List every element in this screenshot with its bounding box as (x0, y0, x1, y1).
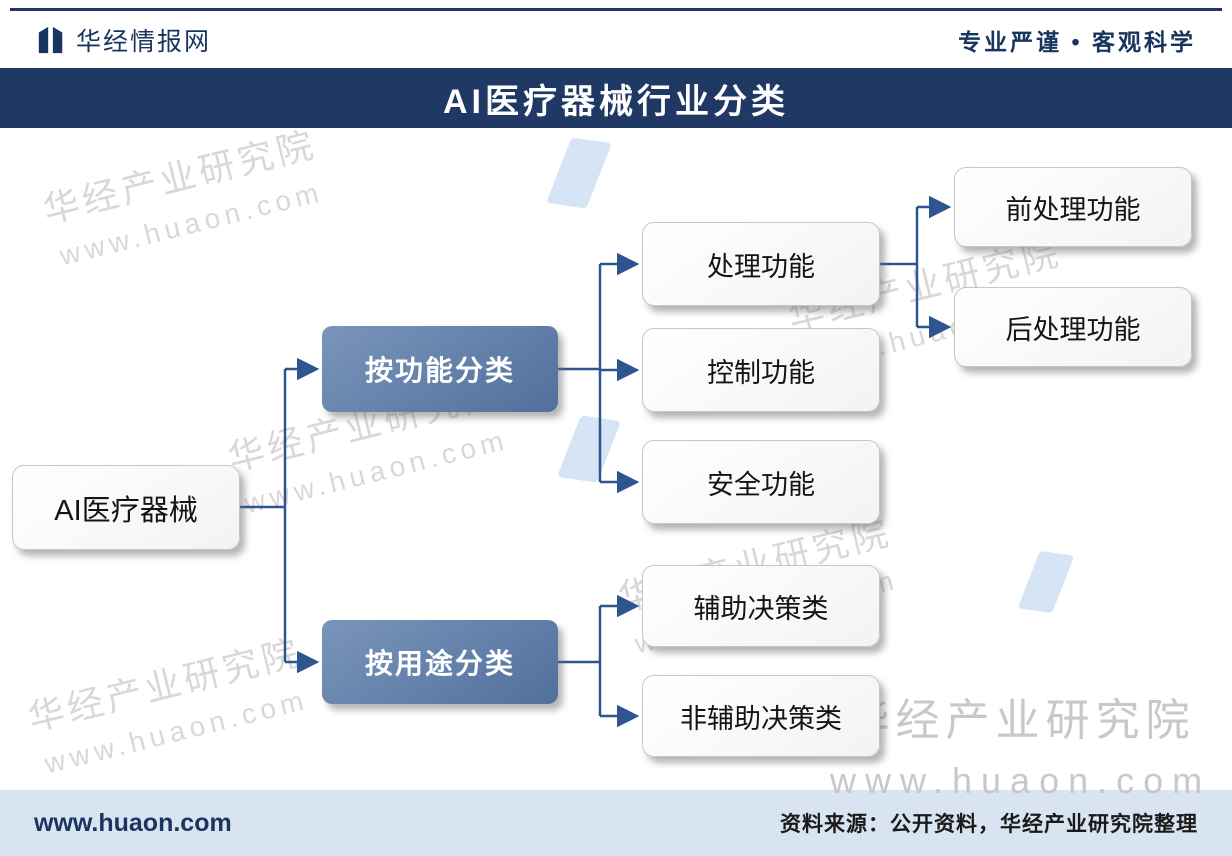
brand-name: 华经情报网 (76, 27, 212, 56)
footer: www.huaon.com 资料来源：公开资料，华经产业研究院整理 (0, 790, 1232, 856)
node-func-safety: 安全功能 (642, 440, 880, 524)
node-func-processing: 处理功能 (642, 222, 880, 306)
node-use-assist: 辅助决策类 (642, 565, 880, 647)
brand: 华经情报网 (36, 22, 211, 58)
footer-site: www.huaon.com (34, 808, 232, 837)
node-root: AI医疗器械 (12, 465, 240, 550)
header: 华经情报网 专业严谨 • 客观科学 (0, 11, 1232, 68)
connector-lines (240, 195, 952, 728)
diagram-canvas: 华经产业研究院 www.huaon.com 华经产业研究院 www.huaon.… (0, 123, 1232, 801)
node-sub-preprocessing: 前处理功能 (954, 167, 1192, 247)
title-bar: AI医疗器械行业分类 (0, 68, 1232, 128)
page-title: AI医疗器械行业分类 (443, 82, 789, 121)
node-func-control: 控制功能 (642, 328, 880, 412)
node-use-nonassist: 非辅助决策类 (642, 675, 880, 757)
header-slogan: 专业严谨 • 客观科学 (958, 28, 1196, 55)
footer-source: 资料来源：公开资料，华经产业研究院整理 (780, 813, 1198, 836)
node-category-function: 按功能分类 (322, 326, 558, 412)
brand-logo-icon (38, 26, 63, 53)
node-sub-postprocessing: 后处理功能 (954, 287, 1192, 367)
top-rule (10, 8, 1222, 11)
node-category-use: 按用途分类 (322, 620, 558, 704)
